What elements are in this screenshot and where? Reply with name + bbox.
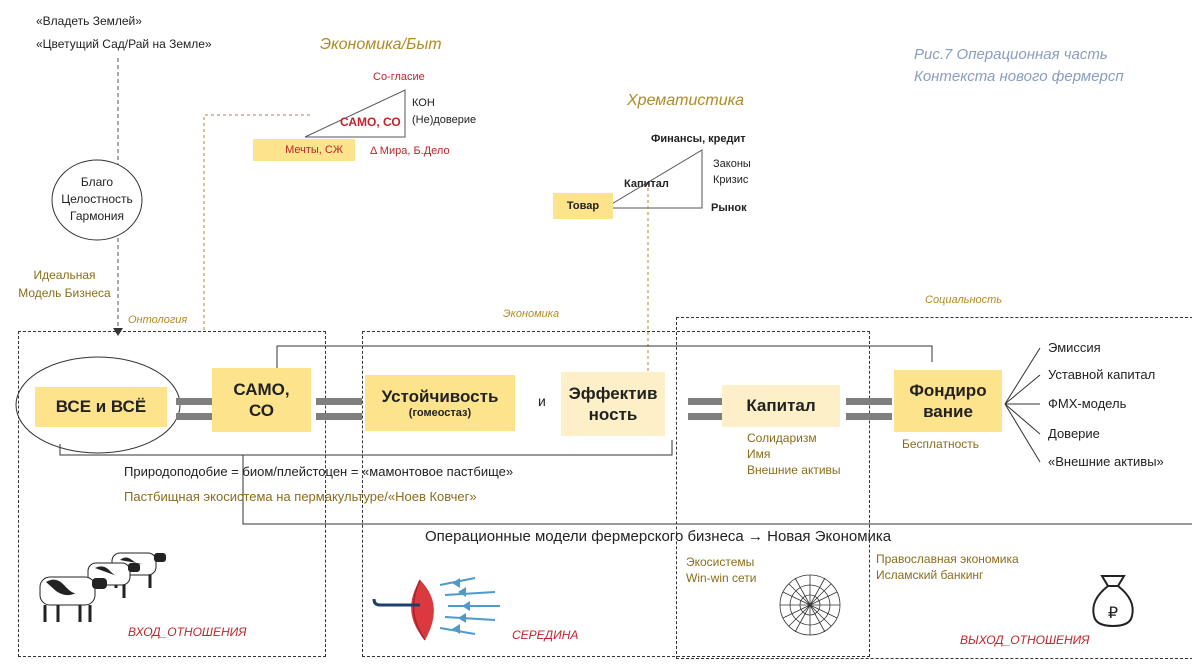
fan-item-ustav: Уставной капитал <box>1048 367 1156 382</box>
fan-item-emissia: Эмиссия <box>1048 340 1101 355</box>
vse-box: ВСЕ и ВСЁ <box>35 387 167 427</box>
operational-text: Операционные модели фермерского бизнеса … <box>425 528 892 545</box>
equals-sign-1 <box>176 398 222 420</box>
garmonia-label: Гармония <box>70 209 124 223</box>
ustoy-label: Устойчивость <box>381 386 499 406</box>
gomeo-label: (гомеостаз) <box>408 406 472 419</box>
effekt-line-1: Эффектив <box>568 383 658 403</box>
vhod-label: ВХОД_ОТНОШЕНИЯ <box>128 625 247 639</box>
caption-line-1: Рис.7 Операционная часть <box>914 46 1108 63</box>
ideal-line: Идеальная <box>33 268 96 282</box>
samo-box: САМО, СО <box>212 368 311 432</box>
economy-label: Экономика <box>503 308 560 320</box>
tovar-box: Товар <box>553 193 613 219</box>
model-line: Модель Бизнеса <box>18 286 111 300</box>
kapital-label: Капитал <box>746 396 816 416</box>
effekt-line-2: ность <box>588 405 638 424</box>
quote-line-1: «Владеть Землей» <box>36 14 142 28</box>
sociality-label: Социальность <box>925 294 1003 306</box>
delta-label: Δ Мира, Б.Дело <box>370 145 450 157</box>
orthodox-label: Православная экономика <box>876 552 1019 566</box>
solidarizm-label: Солидаризм <box>747 431 817 445</box>
figure-caption: Рис.7 Операционная часть Контекста новог… <box>914 44 1124 88</box>
fond-line-1: Фондиро <box>909 380 987 400</box>
fan-item-doverie: Доверие <box>1048 426 1100 441</box>
zakony-label: Законы <box>713 158 751 170</box>
vse-label: ВСЕ и ВСЁ <box>55 397 147 417</box>
krizis-label: Кризис <box>713 174 749 186</box>
ontology-label: Онтология <box>128 314 188 326</box>
celostnost-label: Целостность <box>61 192 133 206</box>
samo-co-label: САМО, СО <box>340 115 401 129</box>
vyhod-label: ВЫХОД_ОТНОШЕНИЯ <box>960 633 1090 647</box>
external-assets-label: Внешние активы <box>747 463 841 477</box>
kapital-sub-list: Солидаризм Имя Внешние активы <box>747 430 841 478</box>
fan-item-assets: «Внешние активы» <box>1048 454 1164 469</box>
finance-label: Финансы, кредит <box>651 133 746 145</box>
chrem-kapital-label: Капитал <box>624 178 669 190</box>
economy-box <box>362 331 870 657</box>
ustoy-box: Устойчивость (гомеостаз) <box>365 375 515 431</box>
fond-line-2: вание <box>923 402 973 421</box>
econ-byt-title: Экономика/Быт <box>320 36 442 53</box>
seredina-label: СЕРЕДИНА <box>512 628 579 642</box>
equals-sign-4 <box>846 398 892 420</box>
imya-label: Имя <box>747 447 771 461</box>
prirodo-text: Природоподобие = биом/плейстоцен = «мамо… <box>124 464 514 479</box>
svg-text:₽: ₽ <box>1108 603 1118 622</box>
doverie-label: (Не)доверие <box>412 114 477 126</box>
equals-sign-2 <box>316 398 362 420</box>
chrem-title: Хрематистика <box>627 92 745 109</box>
fond-box: Фондиро вание <box>894 370 1002 432</box>
equals-sign-3 <box>688 398 734 420</box>
mechty-box: Мечты, СЖ <box>253 139 355 161</box>
islamic-label: Исламский банкинг <box>876 568 984 582</box>
and-label: и <box>538 393 546 409</box>
rynok-label: Рынок <box>711 202 747 214</box>
kapital-box: Капитал <box>722 385 840 427</box>
pastb-text: Пастбищная экосистема на пермакультуре/«… <box>124 489 477 504</box>
besplat-label: Бесплатность <box>902 437 980 451</box>
samo-line-1: САМО, <box>233 379 290 399</box>
samo-line-2: СО <box>248 401 275 420</box>
blago-label: Благо <box>80 175 114 189</box>
kon-label: КОН <box>412 97 435 109</box>
effekt-box: Эффектив ность <box>561 372 665 436</box>
ellipse-small-text: Благо Целостность Гармония <box>52 174 142 225</box>
caption-line-2: Контекста нового фермерсп <box>914 68 1124 85</box>
sociality-box <box>676 317 1192 659</box>
ontology-box <box>18 331 326 657</box>
quote-line-2: «Цветущий Сад/Рай на Земле» <box>36 37 212 51</box>
ideal-model-label: Идеальная Модель Бизнеса <box>12 266 117 302</box>
eco-win-list: Экосистемы Win-win сети <box>686 554 756 586</box>
soglasie-label: Со-гласие <box>373 71 425 83</box>
fan-item-fmh: ФМХ-модель <box>1048 396 1127 411</box>
orthodox-list: Православная экономика Исламский банкинг <box>876 551 1019 583</box>
winwin-label: Win-win сети <box>686 571 757 585</box>
ecosystems-label: Экосистемы <box>686 555 755 569</box>
